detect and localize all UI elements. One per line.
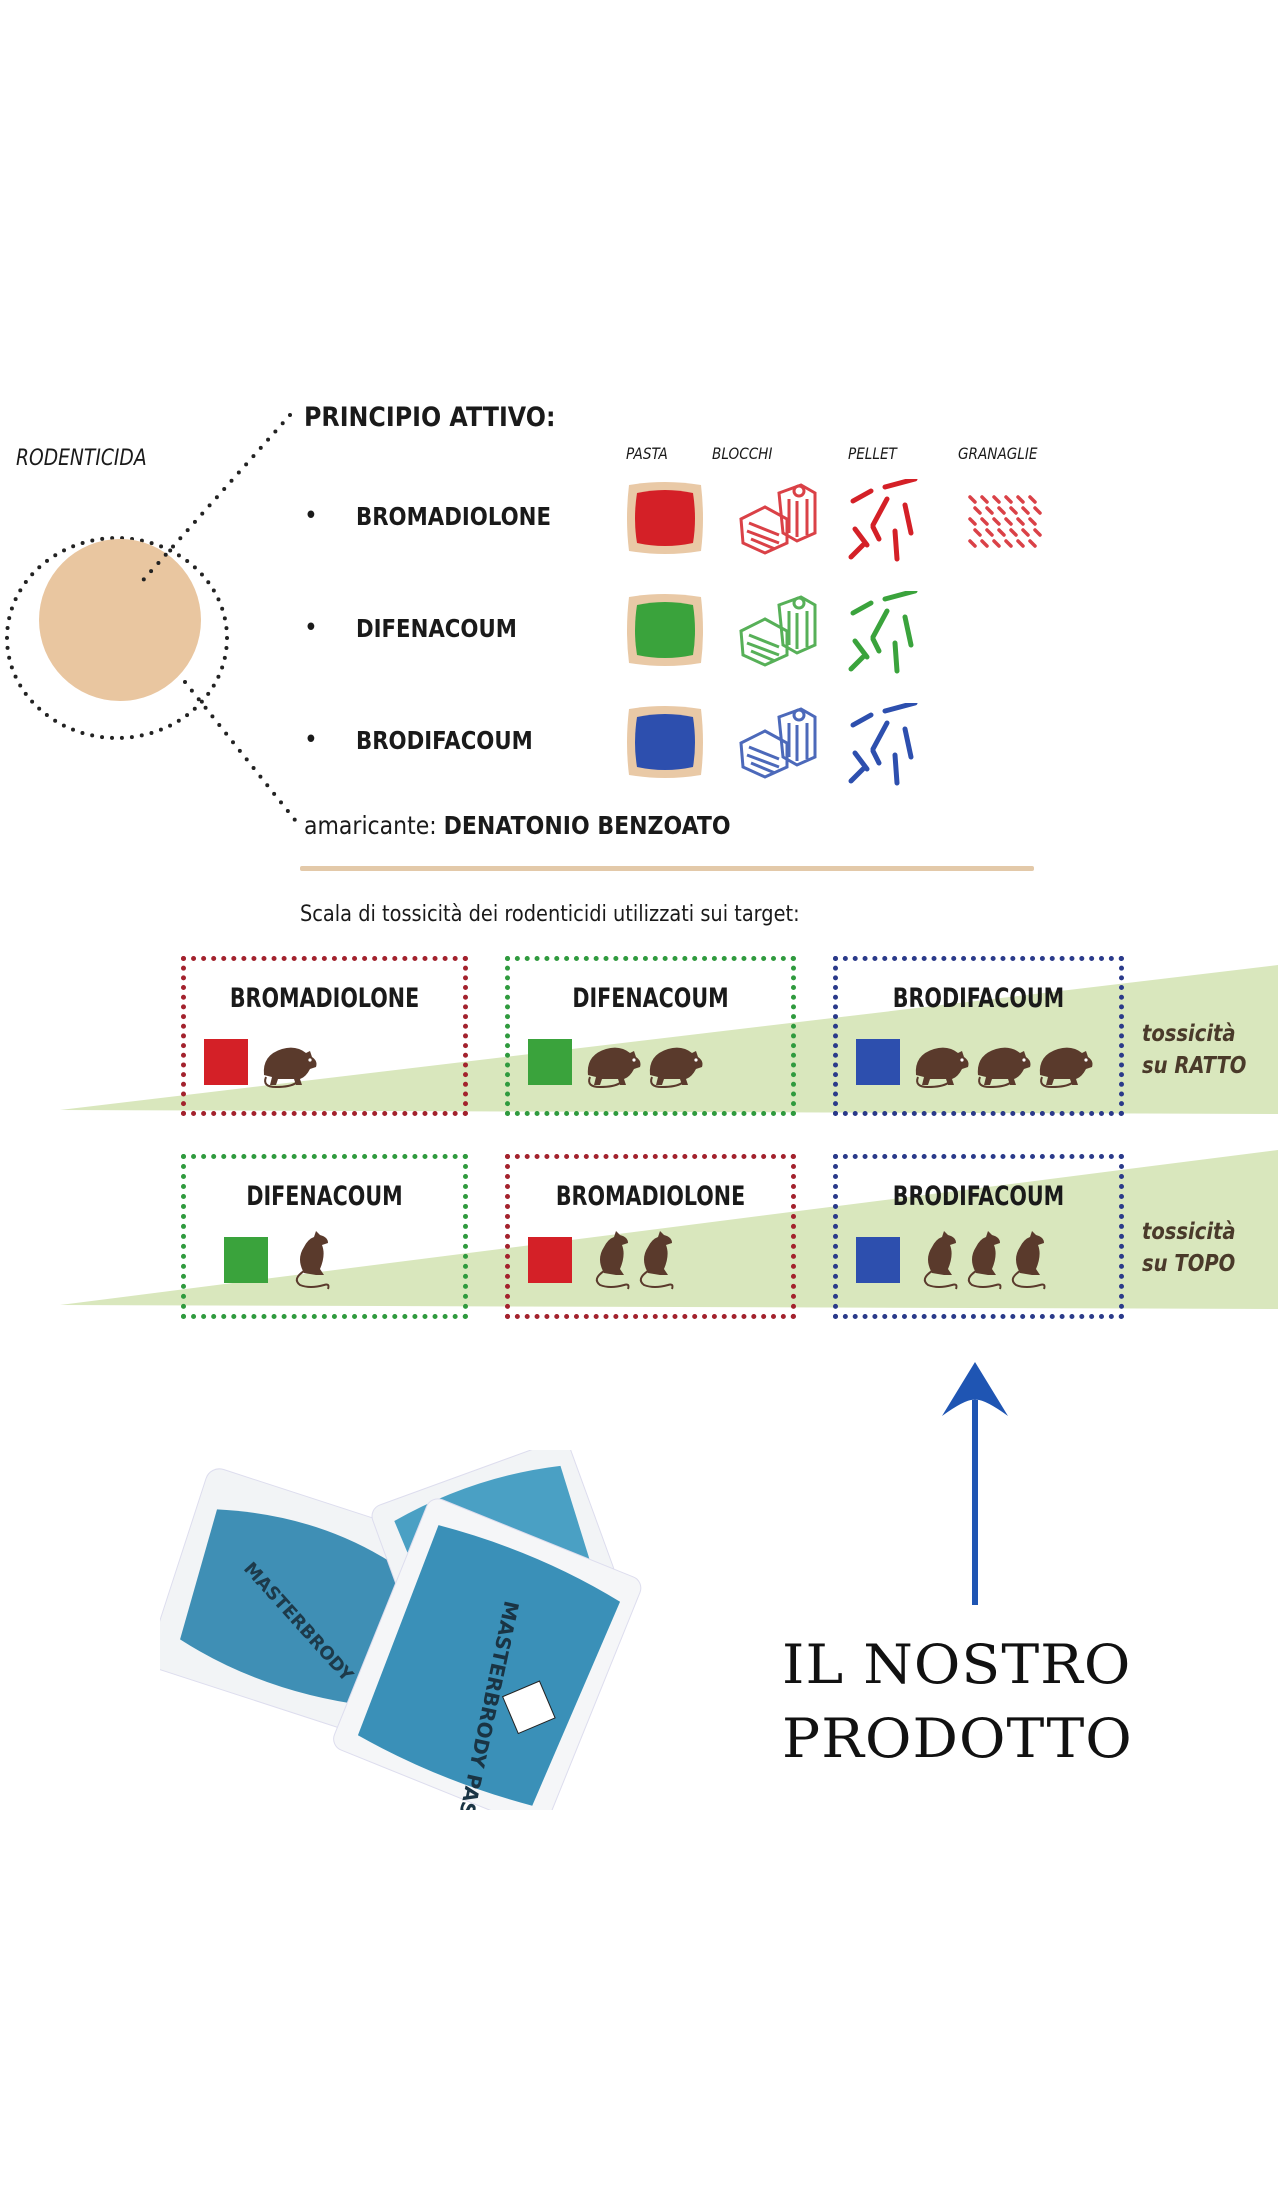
pellet-formulation-icon (845, 476, 923, 567)
mouse-icon (590, 1229, 632, 1295)
color-swatch (856, 1237, 900, 1283)
dotted-ring (5, 536, 229, 740)
toxicity-gradient-wedge (60, 1150, 1278, 1309)
dotted-connector-bottom (183, 680, 297, 822)
rodenticide-label: RODENTICIDA (16, 446, 147, 471)
divider (300, 866, 1034, 871)
toxicity-box-title: BROMADIOLONE (555, 1181, 746, 1212)
target-label-line2: su TOPO (1142, 1251, 1236, 1277)
pasta-formulation-icon (625, 479, 705, 561)
pasta-formulation-icon (625, 703, 705, 785)
ingredient-name: DIFENACOUM (356, 614, 517, 643)
rat-icon (974, 1043, 1032, 1093)
toxicity-target-label: tossicità su TOPO (1142, 1216, 1236, 1280)
package-front: MASTERBRODY PASTA (333, 1498, 642, 1810)
target-label-line1: tossicità (1142, 1021, 1236, 1047)
rat-icon (1036, 1043, 1094, 1093)
our-product-line2: PRODOTTO (782, 1707, 1133, 1770)
our-product-label: IL NOSTRO PRODOTTO (782, 1628, 1133, 1776)
blocchi-formulation-icon (735, 703, 819, 783)
bait-circle (39, 539, 201, 701)
target-label-line1: tossicità (1142, 1219, 1236, 1245)
toxicity-box: DIFENACOUM (505, 956, 796, 1116)
blocchi-formulation-icon (735, 591, 819, 671)
color-swatch (528, 1039, 572, 1085)
pasta-formulation-icon (625, 591, 705, 673)
mouse-icon (290, 1229, 332, 1295)
toxicity-gradient-wedge (60, 965, 1278, 1114)
formulation-label-pasta: PASTA (626, 444, 668, 463)
toxicity-box-title: BRODIFACOUM (892, 1181, 1065, 1212)
toxicity-box: DIFENACOUM (181, 1154, 468, 1319)
ingredient-name: BROMADIOLONE (356, 502, 551, 531)
bullet: • (304, 501, 318, 531)
mouse-icon (962, 1229, 1004, 1295)
toxicity-box: BRODIFACOUM (833, 956, 1124, 1116)
color-swatch (528, 1237, 572, 1283)
our-product-line1: IL NOSTRO (782, 1633, 1132, 1696)
toxicity-scale-title: Scala di tossicità dei rodenticidi utili… (300, 902, 800, 927)
mouse-icon (634, 1229, 676, 1295)
bittering-label: amaricante: (304, 811, 437, 840)
bittering-value: DENATONIO BENZOATO (443, 811, 731, 840)
blocchi-formulation-icon (735, 479, 819, 559)
toxicity-box-title: DIFENACOUM (246, 1181, 403, 1212)
formulation-label-blocchi: BLOCCHI (712, 444, 773, 463)
rat-icon (584, 1043, 642, 1093)
bullet: • (304, 725, 318, 755)
color-swatch (204, 1039, 248, 1085)
bittering-agent: amaricante: DENATONIO BENZOATO (304, 811, 731, 840)
mouse-icon (1006, 1229, 1048, 1295)
toxicity-box: BROMADIOLONE (505, 1154, 796, 1319)
pellet-formulation-icon (845, 588, 923, 679)
bullet: • (304, 613, 318, 643)
arrow-up-icon (942, 1362, 1008, 1605)
mouse-icon (918, 1229, 960, 1295)
rat-icon (912, 1043, 970, 1093)
wedge-shape (60, 965, 1278, 1114)
toxicity-box-title: DIFENACOUM (572, 983, 729, 1014)
formulation-label-granaglie: GRANAGLIE (958, 444, 1038, 463)
toxicity-box-title: BRODIFACOUM (892, 983, 1065, 1014)
granaglie-formulation-icon (962, 489, 1042, 555)
toxicity-box: BRODIFACOUM (833, 1154, 1124, 1319)
pellet-formulation-icon (845, 700, 923, 791)
product-photo: MASTERBRODY MASTERBRODY PASTA (160, 1450, 642, 1810)
rat-icon (260, 1043, 318, 1093)
target-label-line2: su RATTO (1142, 1053, 1247, 1079)
ingredient-name: BRODIFACOUM (356, 726, 533, 755)
color-swatch (224, 1237, 268, 1283)
toxicity-box: BROMADIOLONE (181, 956, 468, 1116)
toxicity-box-title: BROMADIOLONE (229, 983, 420, 1014)
wedge-shape (60, 1150, 1278, 1309)
active-ingredient-title: PRINCIPIO ATTIVO: (304, 402, 556, 433)
rodenticide-diagram (5, 413, 297, 822)
toxicity-target-label: tossicità su RATTO (1142, 1018, 1246, 1082)
rat-icon (646, 1043, 704, 1093)
color-swatch (856, 1039, 900, 1085)
formulation-label-pellet: PELLET (848, 444, 897, 463)
